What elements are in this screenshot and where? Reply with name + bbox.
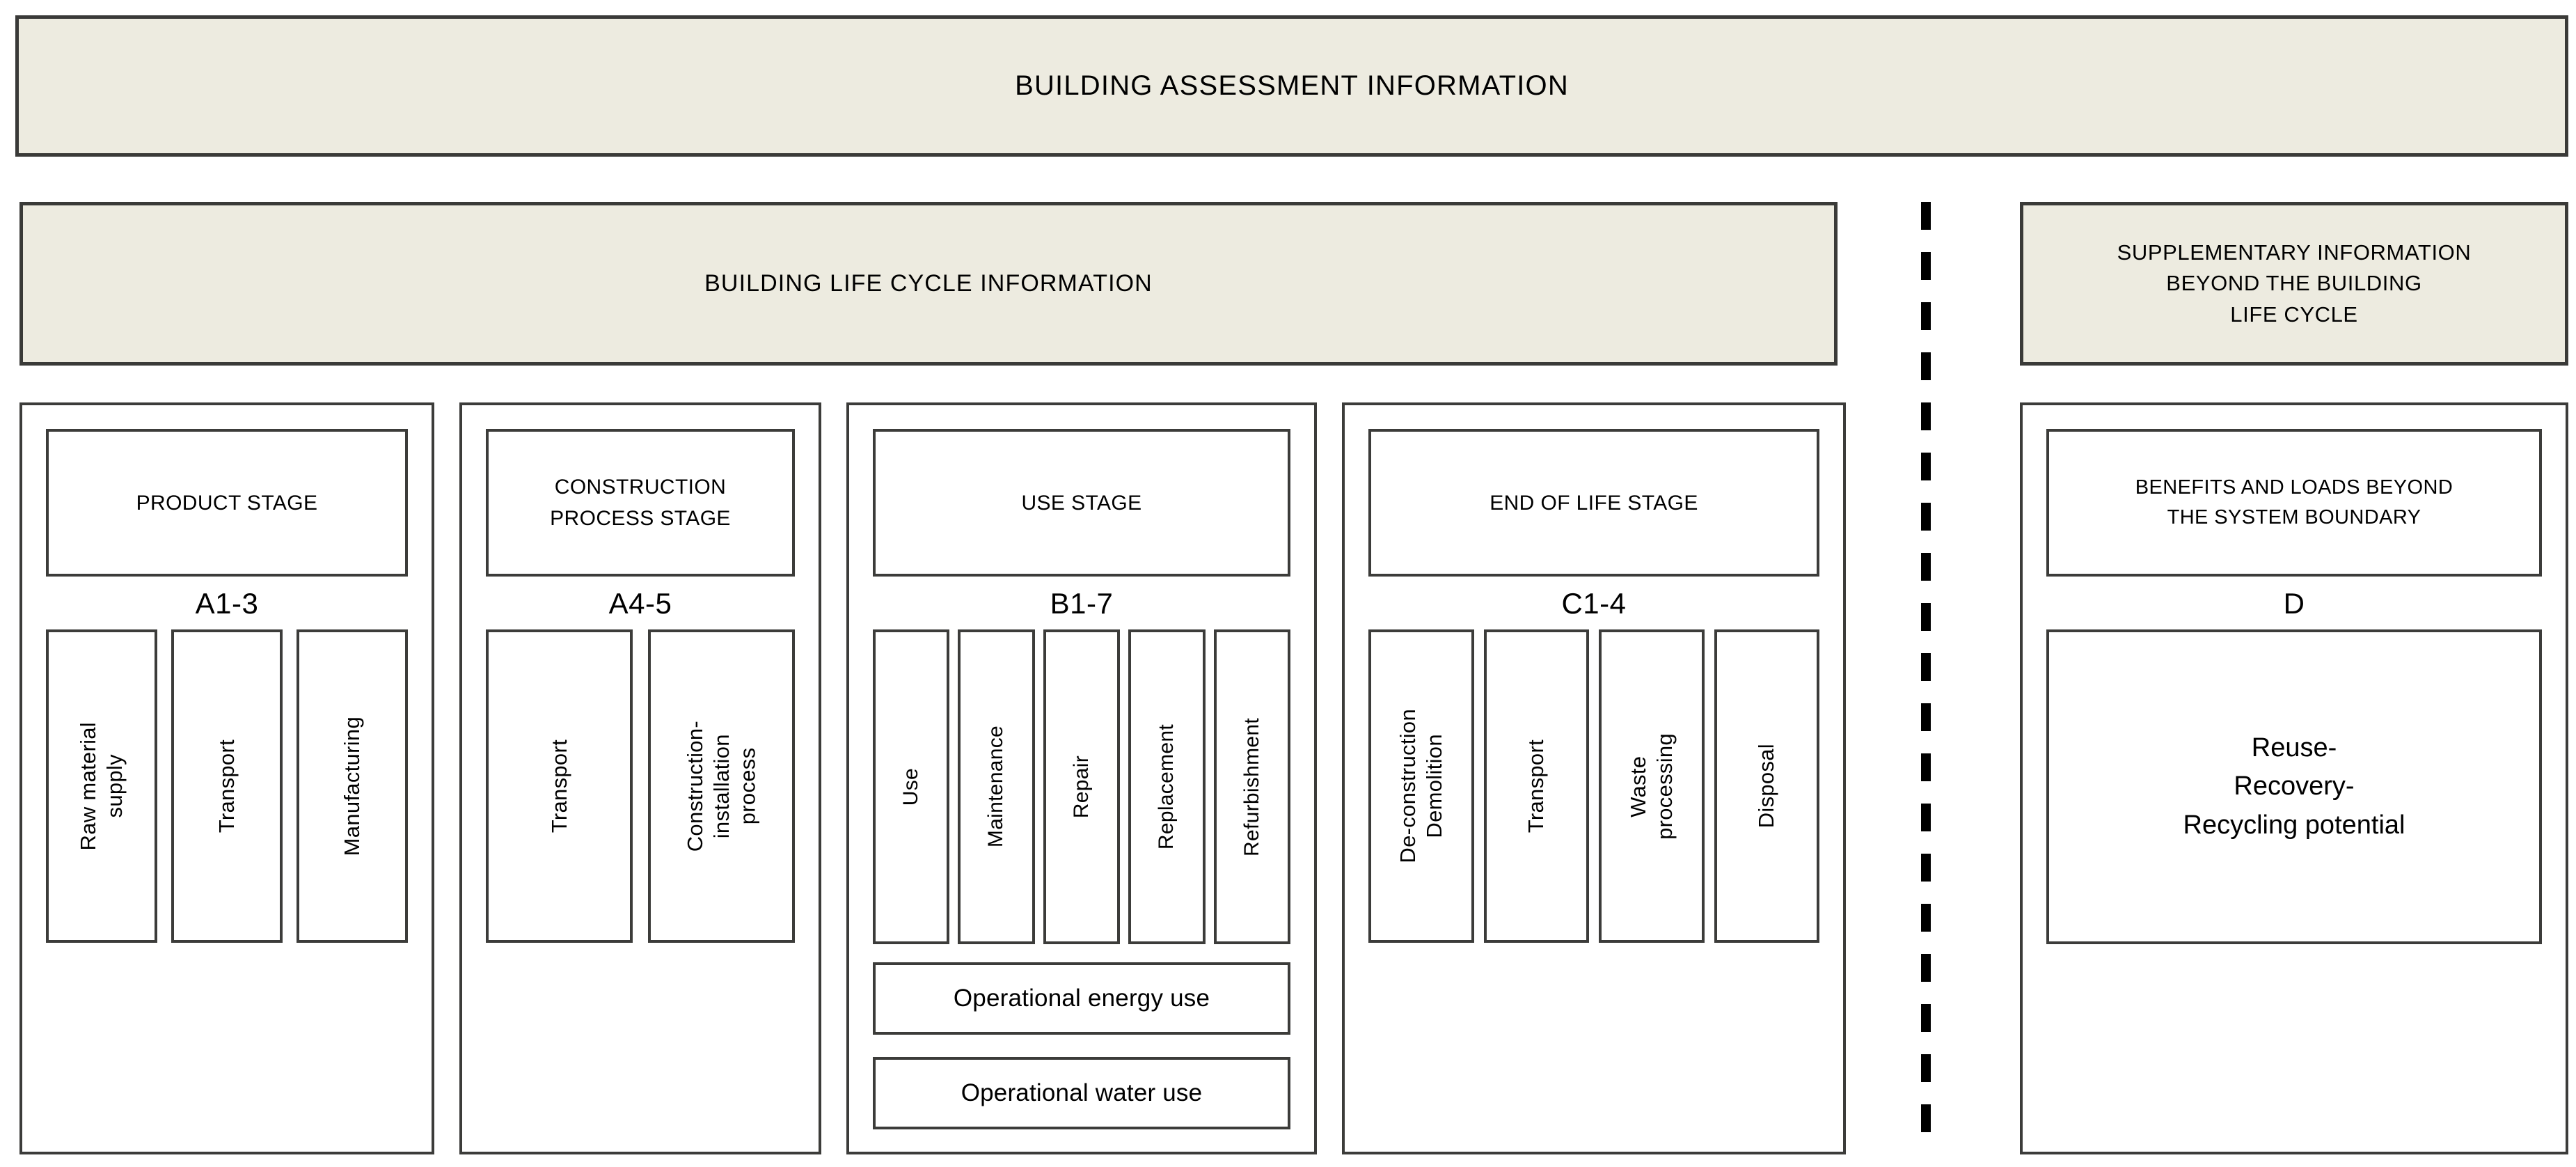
module-label: Refurbishment [1240, 717, 1263, 856]
module-reuse-recovery-recycling-potential[interactable]: Reuse- Recovery- Recycling potential [2046, 629, 2542, 944]
module-label: Transport [546, 739, 571, 833]
module-row-use: Use Maintenance Repair Replacement Refur… [873, 629, 1291, 944]
stage-code-product: A1-3 [195, 587, 259, 620]
module-label: Maintenance [984, 726, 1008, 848]
module-construction-installation-process[interactable]: Construction- installation process [648, 629, 795, 943]
stage-code-construction: A4-5 [608, 587, 672, 620]
module-label: Disposal [1754, 744, 1779, 829]
building-assessment-information-banner: BUILDING ASSESSMENT INFORMATION [15, 15, 2568, 157]
stage-title-benefits-and-loads: BENEFITS AND LOADS BEYOND THE SYSTEM BOU… [2046, 429, 2542, 577]
supplementary-banner-line1: SUPPLEMENTARY INFORMATION [2117, 240, 2472, 265]
module-label: Operational water use [961, 1079, 1203, 1106]
stage-code-benefits-and-loads: D [2283, 587, 2305, 620]
module-manufacturing[interactable]: Manufacturing [297, 629, 408, 943]
stage-code-use: B1-7 [1050, 587, 1114, 620]
lifecycle-banner-title: BUILDING LIFE CYCLE INFORMATION [704, 270, 1153, 297]
stage-title-construction: CONSTRUCTION PROCESS STAGE [486, 429, 795, 577]
stage-code-end-of-life: C1-4 [1561, 587, 1627, 620]
module-transport-a2[interactable]: Transport [171, 629, 283, 943]
stage-column-construction: CONSTRUCTION PROCESS STAGE A4-5 Transpor… [459, 402, 821, 1154]
module-label: Construction- installation process [682, 720, 760, 852]
stage-column-product: PRODUCT STAGE A1-3 Raw material supply T… [19, 402, 434, 1154]
module-label: Repair [1069, 755, 1093, 819]
module-row-end-of-life: De-construction Demolition Transport Was… [1368, 629, 1819, 943]
stage-column-use: USE STAGE B1-7 Use Maintenance Repair Re… [846, 402, 1317, 1154]
supplementary-banner-line3: LIFE CYCLE [2230, 301, 2358, 327]
module-label: De-construction Demolition [1395, 709, 1446, 863]
module-label: Waste processing [1625, 733, 1677, 840]
supplementary-banner-line2: BEYOND THE BUILDING [2166, 271, 2422, 296]
module-row-construction: Transport Construction- installation pro… [486, 629, 795, 943]
stage-title-use: USE STAGE [873, 429, 1290, 577]
module-repair[interactable]: Repair [1043, 629, 1121, 944]
module-label: Manufacturing [340, 716, 365, 856]
stage-title-end-of-life: END OF LIFE STAGE [1368, 429, 1819, 577]
module-operational-energy-use[interactable]: Operational energy use [873, 962, 1290, 1035]
module-transport-a4[interactable]: Transport [486, 629, 633, 943]
assessment-banner-title: BUILDING ASSESSMENT INFORMATION [1015, 70, 1569, 101]
module-label: Replacement [1155, 723, 1178, 850]
module-label: Use [899, 767, 922, 806]
module-raw-material-supply[interactable]: Raw material supply [46, 629, 157, 943]
module-transport-c2[interactable]: Transport [1483, 629, 1589, 943]
stage-column-benefits-and-loads: BENEFITS AND LOADS BEYOND THE SYSTEM BOU… [2020, 402, 2568, 1154]
stage-column-end-of-life: END OF LIFE STAGE C1-4 De-construction D… [1342, 402, 1846, 1154]
supplementary-information-banner: SUPPLEMENTARY INFORMATION BEYOND THE BUI… [2020, 202, 2568, 366]
module-use[interactable]: Use [873, 629, 950, 944]
stage-title-product: PRODUCT STAGE [46, 429, 408, 577]
module-de-construction-demolition[interactable]: De-construction Demolition [1368, 629, 1474, 943]
building-life-cycle-information-banner: BUILDING LIFE CYCLE INFORMATION [19, 202, 1838, 366]
module-operational-water-use[interactable]: Operational water use [873, 1057, 1290, 1129]
module-replacement[interactable]: Replacement [1128, 629, 1206, 944]
module-row-product: Raw material supply Transport Manufactur… [46, 629, 408, 943]
module-label: Raw material supply [76, 721, 127, 851]
module-maintenance[interactable]: Maintenance [958, 629, 1035, 944]
module-refurbishment[interactable]: Refurbishment [1213, 629, 1291, 944]
module-label: Transport [1524, 739, 1549, 833]
module-disposal[interactable]: Disposal [1714, 629, 1819, 943]
system-boundary-dashed-divider [1921, 202, 1931, 1154]
module-label: Transport [214, 739, 239, 833]
module-label: Operational energy use [953, 985, 1210, 1012]
module-label: Reuse- Recovery- Recycling potential [2183, 733, 2405, 840]
module-waste-processing[interactable]: Waste processing [1599, 629, 1705, 943]
